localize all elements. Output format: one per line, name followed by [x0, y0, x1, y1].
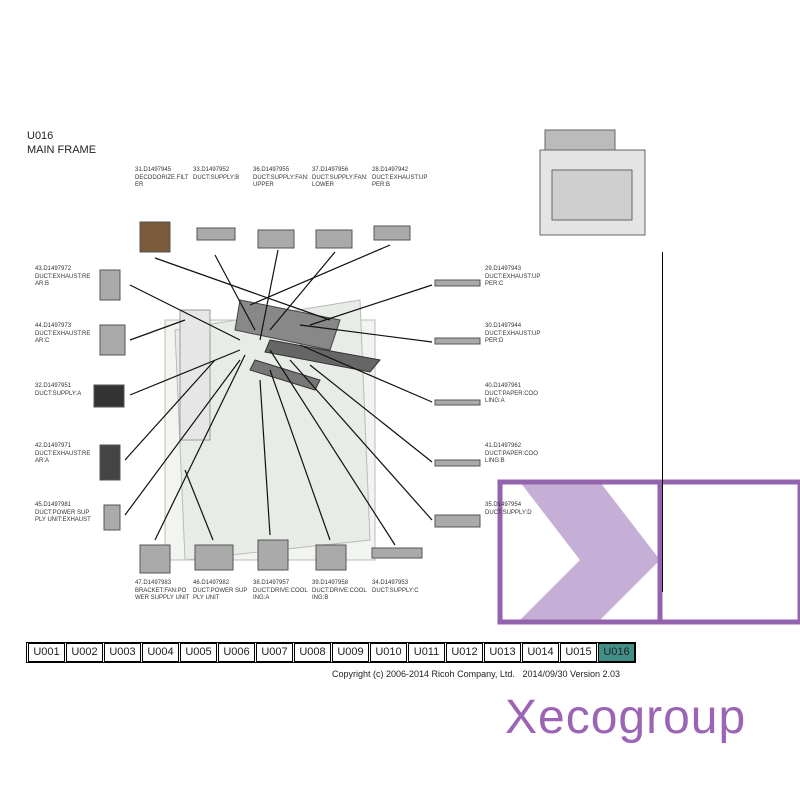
- nav-u016[interactable]: U016: [598, 643, 635, 662]
- part-number: 33.D1497952: [193, 167, 230, 173]
- part-number: 45.D1497981: [35, 502, 72, 508]
- part-number: 31.D1497945: [135, 167, 172, 173]
- small-frame-thumbnail: [539, 129, 646, 236]
- part-name: DUCT:POWER SUPPLY UNIT:EXHAUST: [35, 509, 91, 524]
- page-title: MAIN FRAME: [27, 144, 97, 156]
- part-number: 37.D1497956: [312, 167, 349, 173]
- part-number: 30.D1497944: [485, 323, 522, 329]
- part-name: DECODORIZE FILTER: [135, 174, 189, 189]
- part-number: 28.D1497942: [372, 167, 409, 173]
- part-name: DUCT:EXHAUST:REAR:B: [35, 273, 91, 288]
- nav-u008[interactable]: U008: [294, 643, 331, 662]
- copyright: Copyright (c) 2006-2014 Ricoh Company, L…: [332, 669, 620, 679]
- watermark-logo: [497, 479, 800, 625]
- part-name: DUCT:DRIVE:COOLING:B: [312, 587, 367, 602]
- part-name: DUCT:POWER SUPPLY UNIT: [193, 587, 248, 602]
- part-name: DUCT:SUPPLY:D: [485, 509, 532, 516]
- part-name: DUCT:EXHAUST:REAR:C: [35, 330, 91, 345]
- nav-u015[interactable]: U015: [560, 643, 597, 662]
- part-number: 44.D1497973: [35, 323, 72, 329]
- nav-u010[interactable]: U010: [370, 643, 407, 662]
- part-number: 38.D1497957: [253, 580, 290, 586]
- nav-u001[interactable]: U001: [28, 643, 65, 662]
- part-number: 47.D1497983: [135, 580, 172, 586]
- part-number: 34.D1497953: [372, 580, 409, 586]
- part-name: DUCT:EXHAUST:UPPER:B: [372, 174, 428, 189]
- nav-u013[interactable]: U013: [484, 643, 521, 662]
- frame-assembly: [164, 299, 381, 561]
- nav-u003[interactable]: U003: [104, 643, 141, 662]
- part-name: DUCT:EXHAUST:UPPER:D: [485, 330, 541, 345]
- part-number: 32.D1497951: [35, 383, 72, 389]
- unit-navigation: U001 U002 U003 U004 U005 U006 U007 U008 …: [26, 642, 636, 663]
- nav-u014[interactable]: U014: [522, 643, 559, 662]
- nav-u011[interactable]: U011: [408, 643, 445, 662]
- part-number: 42.D1497971: [35, 443, 72, 449]
- part-name: DUCT:PAPER:COOLING:B: [485, 450, 538, 465]
- nav-u012[interactable]: U012: [446, 643, 483, 662]
- part-number: 29.D1497943: [485, 266, 522, 272]
- part-number: 36.D1497955: [253, 167, 290, 173]
- watermark-text: Xecogroup: [505, 691, 747, 744]
- leader-lines: [124, 244, 433, 546]
- part-number: 43.D1497972: [35, 266, 72, 272]
- version-text: 2014/09/30 Version 2.03: [522, 669, 621, 679]
- part-name: DUCT:DRIVE:COOLING:A: [253, 587, 308, 602]
- part-name: BRACKET:FAN:POWER SUPPLY UNIT: [135, 587, 190, 602]
- part-name: DUCT:SUPPLY:C: [372, 587, 419, 594]
- nav-u004[interactable]: U004: [142, 643, 179, 662]
- part-number: 46.D1497982: [193, 580, 230, 586]
- part-number: 40.D1497961: [485, 383, 522, 389]
- copyright-text: Copyright (c) 2006-2014 Ricoh Company, L…: [332, 669, 515, 679]
- part-icons: [93, 221, 481, 574]
- nav-u005[interactable]: U005: [180, 643, 217, 662]
- part-number: 35.D1497954: [485, 502, 522, 508]
- part-number: 39.D1497958: [312, 580, 349, 586]
- part-name: DUCT:SUPPLY:A: [35, 390, 82, 397]
- part-name: DUCT:PAPER:COOLING:A: [485, 390, 538, 405]
- part-name: DUCT:EXHAUST:REAR:A: [35, 450, 91, 465]
- part-number: 41.D1497962: [485, 443, 522, 449]
- nav-u007[interactable]: U007: [256, 643, 293, 662]
- part-name: DUCT:EXHAUST:UPPER:C: [485, 273, 541, 288]
- section-code: U016: [27, 130, 54, 142]
- divider-line: [662, 252, 663, 592]
- nav-u006[interactable]: U006: [218, 643, 255, 662]
- part-name: DUCT:SUPPLY:FAN:UPPER: [253, 174, 309, 189]
- part-name: DUCT:SUPPLY:B: [193, 174, 240, 181]
- nav-u002[interactable]: U002: [66, 643, 103, 662]
- nav-u009[interactable]: U009: [332, 643, 369, 662]
- part-name: DUCT:SUPPLY:FAN:LOWER: [312, 174, 368, 189]
